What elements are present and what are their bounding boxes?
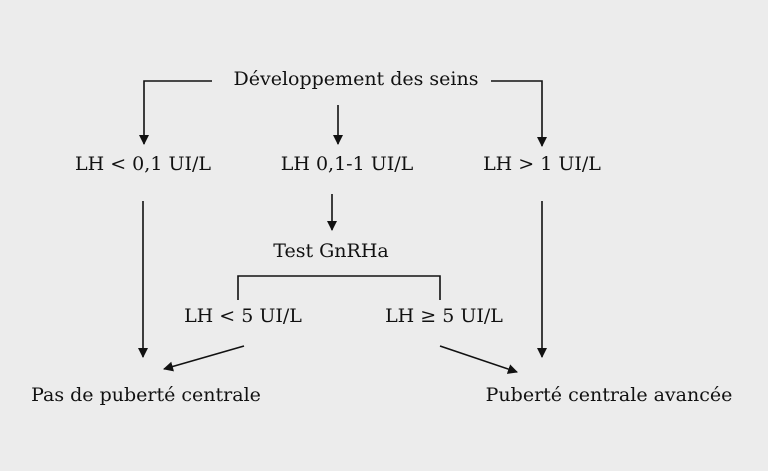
- bracket-gnrh-split: [237, 275, 441, 300]
- node-lh-mid: LH 0,1-1 UI/L: [281, 153, 414, 175]
- node-lh-low: LH < 0,1 UI/L: [75, 153, 211, 175]
- node-gnrh-test: Test GnRHa: [273, 240, 388, 262]
- node-lh-high: LH > 1 UI/L: [483, 153, 601, 175]
- node-breast-development: Développement des seins: [234, 68, 479, 90]
- node-advanced-central-puberty: Puberté centrale avancée: [486, 384, 733, 406]
- node-stim-high: LH ≥ 5 UI/L: [385, 305, 503, 327]
- arrow-stim-high-to-advanced: [439, 345, 518, 374]
- arrow-top-to-lh-high: [491, 80, 547, 147]
- node-no-central-puberty: Pas de puberté centrale: [31, 384, 261, 406]
- arrow-stim-low-to-no-puberty: [163, 345, 245, 372]
- arrow-top-to-lh-low: [139, 80, 212, 145]
- node-stim-low: LH < 5 UI/L: [184, 305, 302, 327]
